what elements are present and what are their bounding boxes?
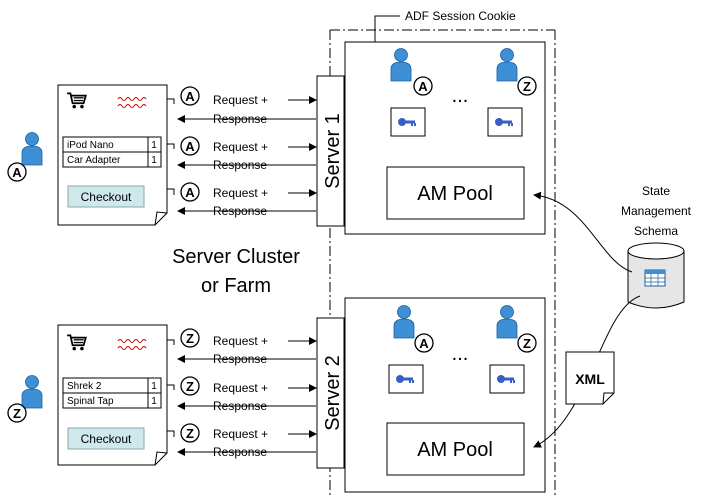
svg-text:Z: Z [523,336,531,351]
server-2-group: Server 2 A ... Z [316,297,546,493]
person-icon [21,132,43,166]
client-2-cart-table: Shrek 2 1 Spinal Tap 1 [62,377,162,409]
cart-item-name: Car Adapter [67,155,121,166]
cluster-label-line2: or Farm [201,275,271,297]
svg-text:A: A [185,185,195,200]
client-1-cart-table: iPod Nano 1 Car Adapter 1 [62,136,162,168]
cart-item-qty: 1 [151,396,157,407]
client-2-connectors [167,339,175,437]
server-1-bar [316,75,345,227]
key-icon [398,118,416,126]
cluster-label: Server Cluster or Farm [172,246,300,297]
svg-text:A: A [418,79,428,94]
svg-text:A: A [12,165,22,180]
client-2-exchange-2: Z Request + Response [177,376,317,413]
client-2-user: Z [7,375,43,423]
server-1-ellipsis: ... [452,85,469,107]
squiggle-icon [117,97,147,108]
server-2-am-pool [386,422,525,476]
cart-item-name: iPod Nano [67,140,114,151]
cluster-label-line1: Server Cluster [172,246,300,268]
svg-text:Checkout: Checkout [81,190,132,204]
server-2-label: Server 2 [322,355,344,431]
request-label: Request + [213,140,268,154]
client-1-exchange-1: A Request + Response [177,86,317,126]
svg-text:A: A [185,139,195,154]
svg-text:Z: Z [13,406,21,421]
server-2-user-a: A [393,305,434,353]
client-1: A iPod Nano 1 Car Adapter 1 Checkout [7,84,317,226]
cart-item-name: Shrek 2 [67,381,102,392]
server-1-label: Server 1 [322,113,344,189]
server-1-group: Server 1 A ... Z [316,41,546,235]
person-icon [21,375,43,409]
client-1-checkout-button[interactable]: Checkout [67,185,145,208]
session-cookie-label: ADF Session Cookie [405,9,516,23]
server-1-user-a: A [390,48,433,96]
request-label: Request + [213,381,268,395]
server-2-user-z: Z [496,305,537,353]
state-label-line1: State [642,184,670,198]
svg-text:Checkout: Checkout [81,432,132,446]
cart-item-name: Spinal Tap [67,396,114,407]
state-label-line2: Management [621,204,692,218]
server-1-am-pool-label: AM Pool [417,183,493,205]
request-label: Request + [213,93,268,107]
svg-text:A: A [419,336,429,351]
client-2: Z Shrek 2 1 Spinal Tap 1 Checkout [7,324,317,466]
request-label: Request + [213,427,268,441]
state-management-schema: State Management Schema XML [533,184,692,448]
squiggle-icon [117,339,147,350]
key-icon [497,375,515,383]
server-1-user-z: Z [496,48,537,96]
request-label: Request + [213,186,268,200]
db-to-pool-1-link [533,191,633,273]
cart-item-qty: 1 [151,155,157,166]
client-2-checkout-button[interactable]: Checkout [67,427,145,450]
svg-text:Z: Z [186,331,194,346]
state-label-line3: Schema [634,224,678,238]
client-1-exchange-2: A Request + Response [177,136,317,172]
client-1-user: A [7,132,43,182]
server-2-ellipsis: ... [452,343,469,365]
server-2-session-key-a [388,364,424,394]
server-2-session-key-z [489,364,525,394]
server-2-bar [316,317,345,469]
svg-text:Z: Z [523,79,531,94]
client-2-exchange-3: Z Request + Response [177,423,317,459]
client-2-exchange-1: Z Request + Response [177,328,317,366]
key-icon [396,375,414,383]
server-1-session-key-z [487,107,523,137]
key-icon [495,118,513,126]
request-label: Request + [213,334,268,348]
svg-text:Z: Z [186,426,194,441]
svg-text:A: A [185,89,195,104]
client-1-exchange-3: A Request + Response [177,182,317,218]
database-icon [627,242,685,309]
xml-document-icon: XML [565,351,615,405]
xml-label: XML [575,371,605,387]
table-icon [644,269,666,287]
server-1-session-key-a [390,107,426,137]
server-2-am-pool-label: AM Pool [417,439,493,461]
client-1-connectors [167,98,175,195]
server-1-am-pool [386,166,525,220]
svg-text:Z: Z [186,379,194,394]
cart-item-qty: 1 [151,381,157,392]
cart-item-qty: 1 [151,140,157,151]
